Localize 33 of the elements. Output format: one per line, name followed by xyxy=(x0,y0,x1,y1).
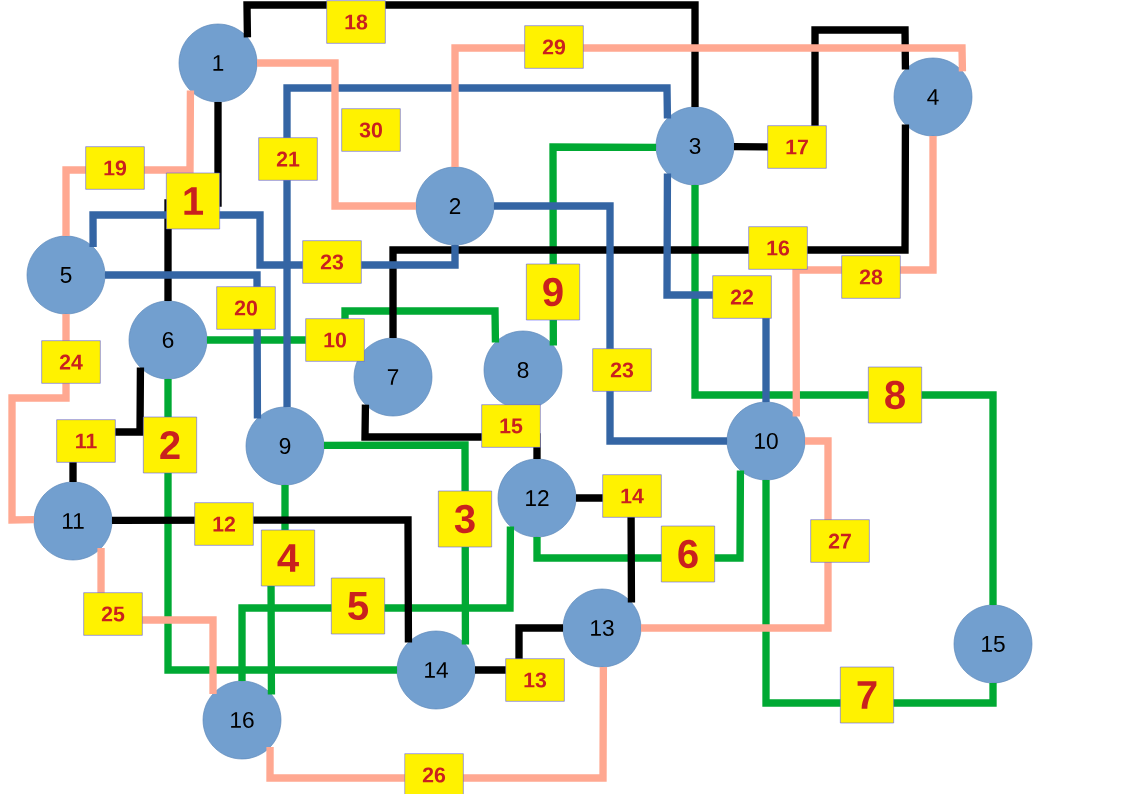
edge-label: 23 xyxy=(592,348,652,392)
edge-label: 8 xyxy=(868,366,922,424)
edge-label: 27 xyxy=(810,519,870,563)
edge-label: 19 xyxy=(85,146,145,190)
edge-label: 11 xyxy=(56,419,116,463)
edge-label: 1 xyxy=(166,172,220,230)
edge-label: 10 xyxy=(305,318,365,362)
connector-line xyxy=(266,666,608,782)
edge-label: 3 xyxy=(438,490,492,548)
edge-label: 9 xyxy=(526,263,580,321)
edge-label: 5 xyxy=(331,577,385,635)
edge-label: 4 xyxy=(261,529,315,587)
edge-label: 22 xyxy=(712,275,772,319)
connector-line xyxy=(283,84,672,408)
edge-label: 14 xyxy=(602,474,662,518)
edge-label: 21 xyxy=(258,137,318,181)
edge-label: 18 xyxy=(326,0,386,44)
edge-label: 26 xyxy=(404,753,464,794)
edge-label: 30 xyxy=(341,108,401,152)
edge-label: 13 xyxy=(505,658,565,702)
edge-label: 25 xyxy=(83,592,143,636)
edge-label: 15 xyxy=(481,404,541,448)
edge-label: 23 xyxy=(302,240,362,284)
edge-label: 7 xyxy=(840,666,894,724)
edge-label: 28 xyxy=(841,255,901,299)
edge-label: 17 xyxy=(767,125,827,169)
edge-label: 12 xyxy=(194,502,254,546)
edge-label: 29 xyxy=(524,25,584,69)
edge-label: 24 xyxy=(41,340,101,384)
edge-label: 16 xyxy=(748,226,808,270)
edge-label: 20 xyxy=(216,286,276,330)
edge-label: 6 xyxy=(661,525,715,583)
edge-label: 2 xyxy=(143,416,197,474)
